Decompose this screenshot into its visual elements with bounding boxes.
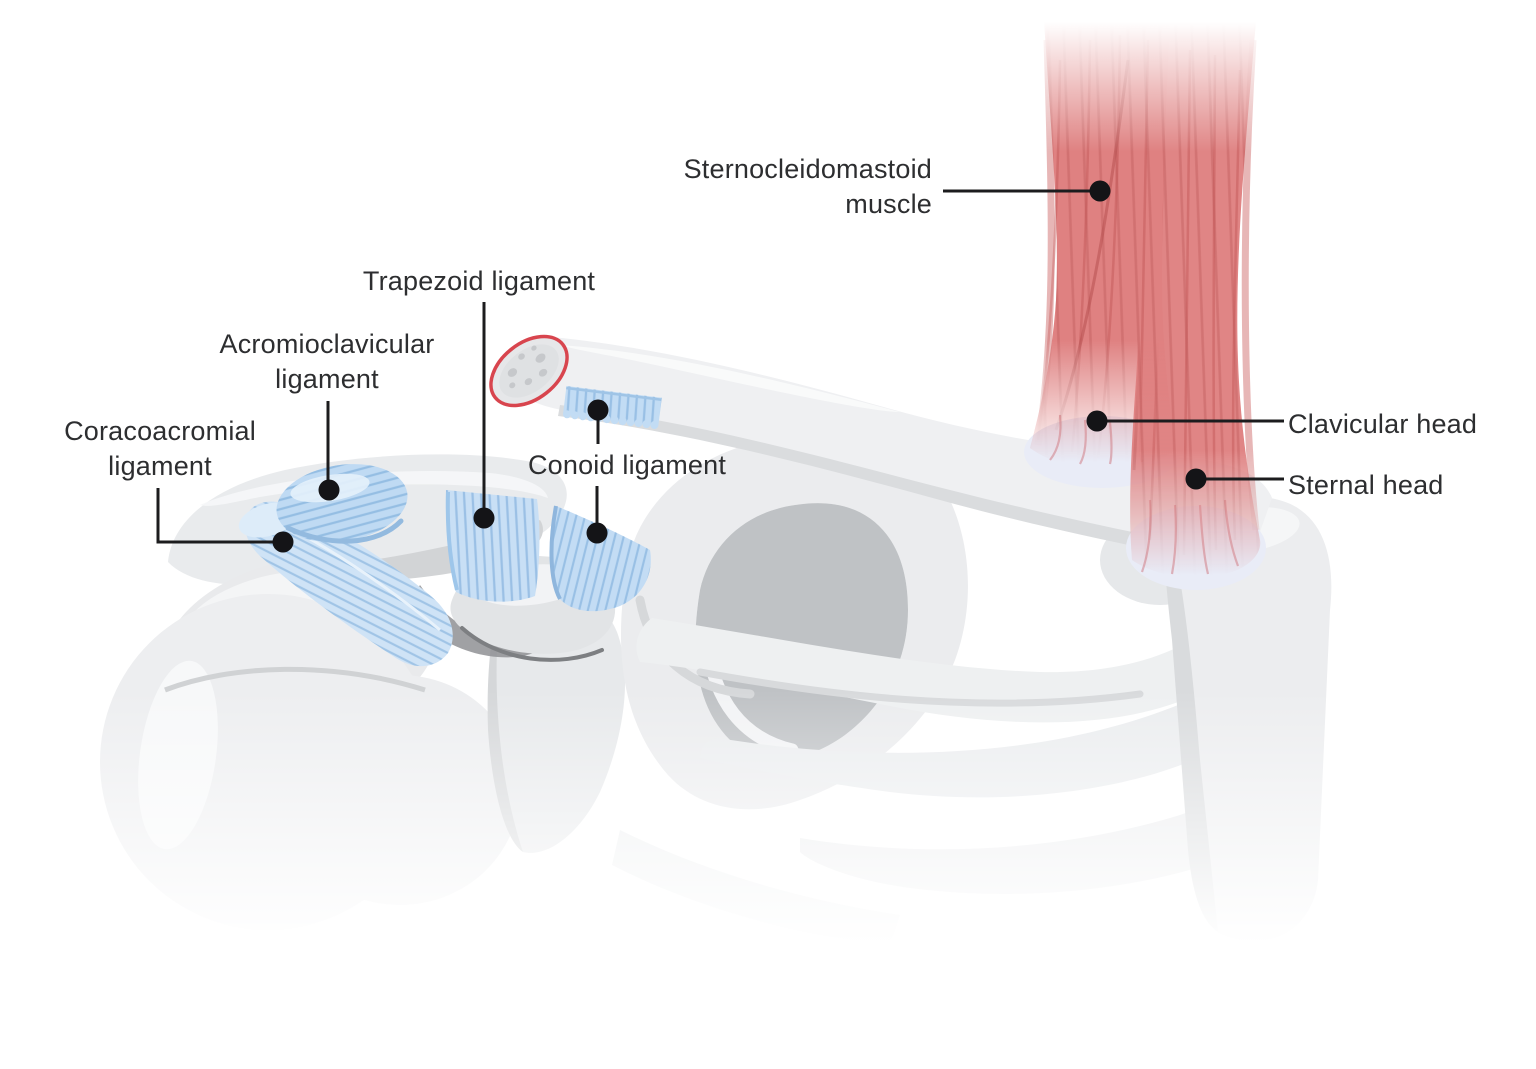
clavicle [489, 334, 1272, 568]
acromion-highlight [200, 471, 548, 506]
muscle-top-fade [1015, 0, 1280, 170]
leader-coracoacromial [156, 488, 274, 544]
conoid-attachment-dot [587, 399, 609, 421]
label-trapezoid-ligament: Trapezoid ligament [362, 266, 596, 296]
sternocleidomastoid-dot [1089, 180, 1111, 202]
label-sternocleidomastoid-muscle: Sternocleidomastoid muscle [683, 154, 932, 219]
sternal-head-dot [1185, 468, 1207, 490]
clavicular-head-dot [1086, 410, 1108, 432]
label-acromioclavicular-ligament: Acromioclavicular ligament [219, 329, 435, 394]
acromioclavicular-ligament-graphic [276, 464, 408, 544]
label-sternal-head: Sternal head [1288, 470, 1444, 500]
leader-dots [272, 180, 1207, 553]
conoid-dot [586, 522, 608, 544]
clavicle-body [524, 336, 1272, 560]
clavicle-bottom-shadow [558, 405, 1250, 568]
clavicle-cut-cross-section [489, 334, 569, 408]
ligaments [238, 386, 662, 667]
coracoacromial-dot [272, 531, 294, 553]
bottom-white [0, 945, 1536, 1069]
clavicle-top-highlight [560, 345, 900, 412]
conoid-ligament-graphic [549, 505, 651, 612]
label-clavicular-head: Clavicular head [1288, 409, 1478, 439]
trapezoid-dot [473, 507, 495, 529]
label-coracoacromial-ligament: Coracoacromial ligament [64, 416, 256, 481]
sternocleidomastoid-muscle-graphic [1015, 0, 1280, 590]
trapezoid-ligament-graphic [445, 490, 540, 602]
coracoid-crease [460, 626, 604, 662]
acromioclavicular-dot [318, 479, 340, 501]
label-conoid-ligament: Conoid ligament [527, 450, 727, 480]
